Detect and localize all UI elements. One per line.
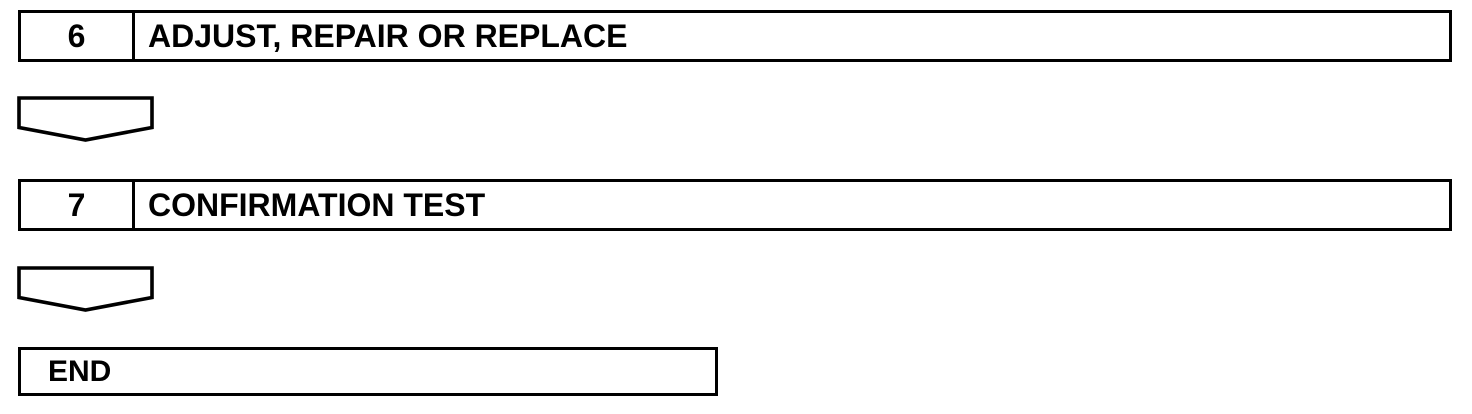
step-number: 7 bbox=[21, 182, 135, 228]
flow-connector-down-icon bbox=[17, 266, 154, 312]
step-box-confirmation-test: 7 CONFIRMATION TEST bbox=[18, 179, 1452, 231]
end-label: END bbox=[48, 354, 112, 388]
step-label: CONFIRMATION TEST bbox=[148, 187, 486, 223]
step-box-adjust-repair-replace: 6 ADJUST, REPAIR OR REPLACE bbox=[18, 10, 1452, 62]
end-terminal-box: END bbox=[18, 347, 718, 396]
flow-connector-down-icon bbox=[17, 96, 154, 142]
step-label: ADJUST, REPAIR OR REPLACE bbox=[148, 18, 628, 54]
step-number: 6 bbox=[21, 13, 135, 59]
